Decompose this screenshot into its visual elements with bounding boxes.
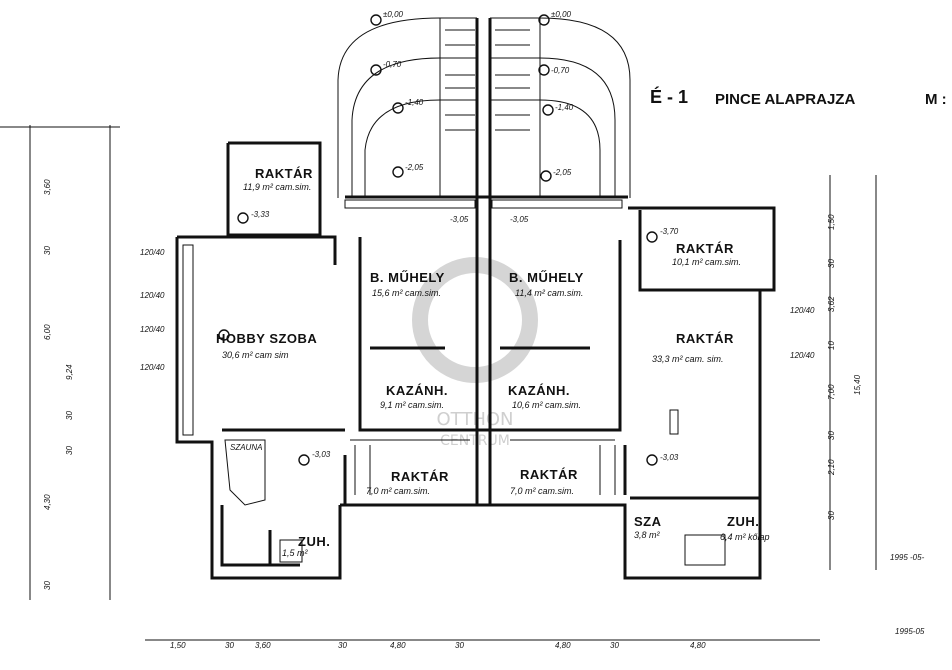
room-area-zuh-left: 1,5 m² [282, 548, 309, 558]
room-name-kazan-left: KAZÁNH. [386, 383, 448, 398]
drawing-title: PINCE ALAPRAJZA [715, 91, 855, 108]
scale-label: M : [925, 91, 947, 108]
level-markers [218, 14, 658, 466]
level-labels: ±0,00 ±0,00 -0,70 -0,70 -1,40 -1,40 -2,0… [251, 10, 679, 462]
walls [175, 18, 776, 580]
room-name-hobby: HOBBY SZOBA [216, 331, 317, 346]
dim-right-2: 3,62 [827, 296, 836, 312]
room-name-muhely-right: B. MŰHELY [509, 270, 584, 285]
dims-bottom: 1,50 30 3,60 30 4,80 30 4,80 30 4,80 [170, 641, 706, 650]
stamps: 1995 -05- 1995-05 [890, 553, 925, 636]
level-000-left: ±0,00 [383, 10, 404, 19]
level-205-left: -2,05 [405, 163, 424, 172]
room-name-sza: SZA [634, 514, 662, 529]
room-name-szauna: SZAUNA [230, 443, 262, 452]
room-area-raktar-1: 11,9 m² cam.sim. [243, 182, 311, 192]
dim-left-6: 4,30 [43, 494, 52, 510]
dim-right-6: 2,10 [827, 459, 836, 476]
dim-left-4: 9,24 [65, 364, 74, 380]
room-name-raktar-4: RAKTÁR [391, 469, 449, 484]
room-area-raktar-4: 7,0 m² cam.sim. [366, 486, 430, 496]
dim-bottom-7: 30 [610, 641, 619, 650]
dim-right-5: 30 [827, 431, 836, 440]
dims-right: 1,50 30 3,62 10 7,00 30 2,10 30 15,40 [827, 214, 862, 520]
level-370: -3,70 [660, 227, 679, 236]
room-area-muhely-left: 15,6 m² cam.sim. [372, 288, 441, 298]
room-labels: RAKTÁR 11,9 m² cam.sim. HOBBY SZOBA 30,6… [216, 166, 770, 558]
opening-4: 120/40 [140, 363, 165, 372]
room-name-raktar-1: RAKTÁR [255, 166, 313, 181]
level-000-right: ±0,00 [551, 10, 572, 19]
stamp-date-2: 1995-05 [895, 627, 925, 636]
drawing-code: É - 1 [650, 86, 688, 107]
dim-bottom-5: 30 [455, 641, 464, 650]
dim-left-3: 30 [65, 411, 74, 420]
level-303-left: -3,03 [312, 450, 331, 459]
room-area-muhely-right: 11,4 m² cam.sim. [515, 288, 583, 298]
room-name-muhely-left: B. MŰHELY [370, 270, 445, 285]
dim-right-0: 1,50 [827, 214, 836, 230]
watermark-line2: CENTRUM [440, 433, 510, 449]
room-name-raktar-2: RAKTÁR [676, 241, 734, 256]
dim-bottom-6: 4,80 [555, 641, 571, 650]
level-070-left: -0,70 [383, 60, 402, 69]
room-name-zuh-right: ZUH. [727, 514, 759, 529]
opening-labels: 120/40 120/40 120/40 120/40 120/40 120/4… [140, 248, 815, 372]
title-block: É - 1 PINCE ALAPRAJZA M : [650, 86, 947, 108]
opening-3: 120/40 [140, 325, 165, 334]
level-305-left: -3,05 [450, 215, 469, 224]
dim-right-1: 30 [827, 259, 836, 268]
stamp-date-1: 1995 -05- [890, 553, 925, 562]
opening-1: 120/40 [140, 248, 165, 257]
watermark-line1: OTTHON [436, 409, 513, 430]
room-area-kazan-left: 9,1 m² cam.sim. [380, 400, 444, 410]
level-333: -3,33 [251, 210, 270, 219]
opening-6: 120/40 [790, 351, 815, 360]
dim-right-8: 15,40 [853, 374, 862, 395]
level-305-right: -3,05 [510, 215, 529, 224]
dim-bottom-8: 4,80 [690, 641, 706, 650]
level-303-right: -3,03 [660, 453, 679, 462]
opening-5: 120/40 [790, 306, 815, 315]
room-area-sza: 3,8 m² [634, 530, 661, 540]
dim-left-2: 6,00 [43, 324, 52, 340]
dim-left-1: 30 [43, 246, 52, 255]
room-area-raktar-2: 10,1 m² cam.sim. [672, 257, 741, 267]
room-name-raktar-5: RAKTÁR [520, 467, 578, 482]
dim-bottom-3: 30 [338, 641, 347, 650]
watermark: OTTHON CENTRUM [412, 257, 538, 449]
dims-left: 3,60 30 6,00 30 9,24 30 4,30 30 [43, 179, 74, 590]
dim-right-3: 10 [827, 341, 836, 350]
opening-2: 120/40 [140, 291, 165, 300]
dim-bottom-1: 30 [225, 641, 234, 650]
dim-right-4: 7,00 [827, 384, 836, 400]
room-area-kazan-right: 10,6 m² cam.sim. [512, 400, 581, 410]
room-area-hobby: 30,6 m² cam sim [222, 350, 289, 360]
room-name-raktar-3: RAKTÁR [676, 331, 734, 346]
dim-left-0: 3,60 [43, 179, 52, 195]
level-205-right: -2,05 [553, 168, 572, 177]
detail-lines [0, 17, 877, 641]
level-070-right: -0,70 [551, 66, 570, 75]
room-area-zuh-right: 6,4 m² kőlap [720, 532, 770, 542]
level-140-left: -1,40 [405, 98, 424, 107]
dim-right-7: 30 [827, 511, 836, 520]
room-area-raktar-3: 33,3 m² cam. sim. [652, 354, 724, 364]
room-area-raktar-5: 7,0 m² cam.sim. [510, 486, 574, 496]
room-name-zuh-left: ZUH. [298, 534, 330, 549]
level-140-right: -1,40 [555, 103, 574, 112]
dim-left-7: 30 [43, 581, 52, 590]
dim-left-5: 30 [65, 446, 74, 455]
dim-bottom-4: 4,80 [390, 641, 406, 650]
dim-bottom-0: 1,50 [170, 641, 186, 650]
dim-bottom-2: 3,60 [255, 641, 271, 650]
stairs [354, 29, 616, 495]
room-name-kazan-right: KAZÁNH. [508, 383, 570, 398]
